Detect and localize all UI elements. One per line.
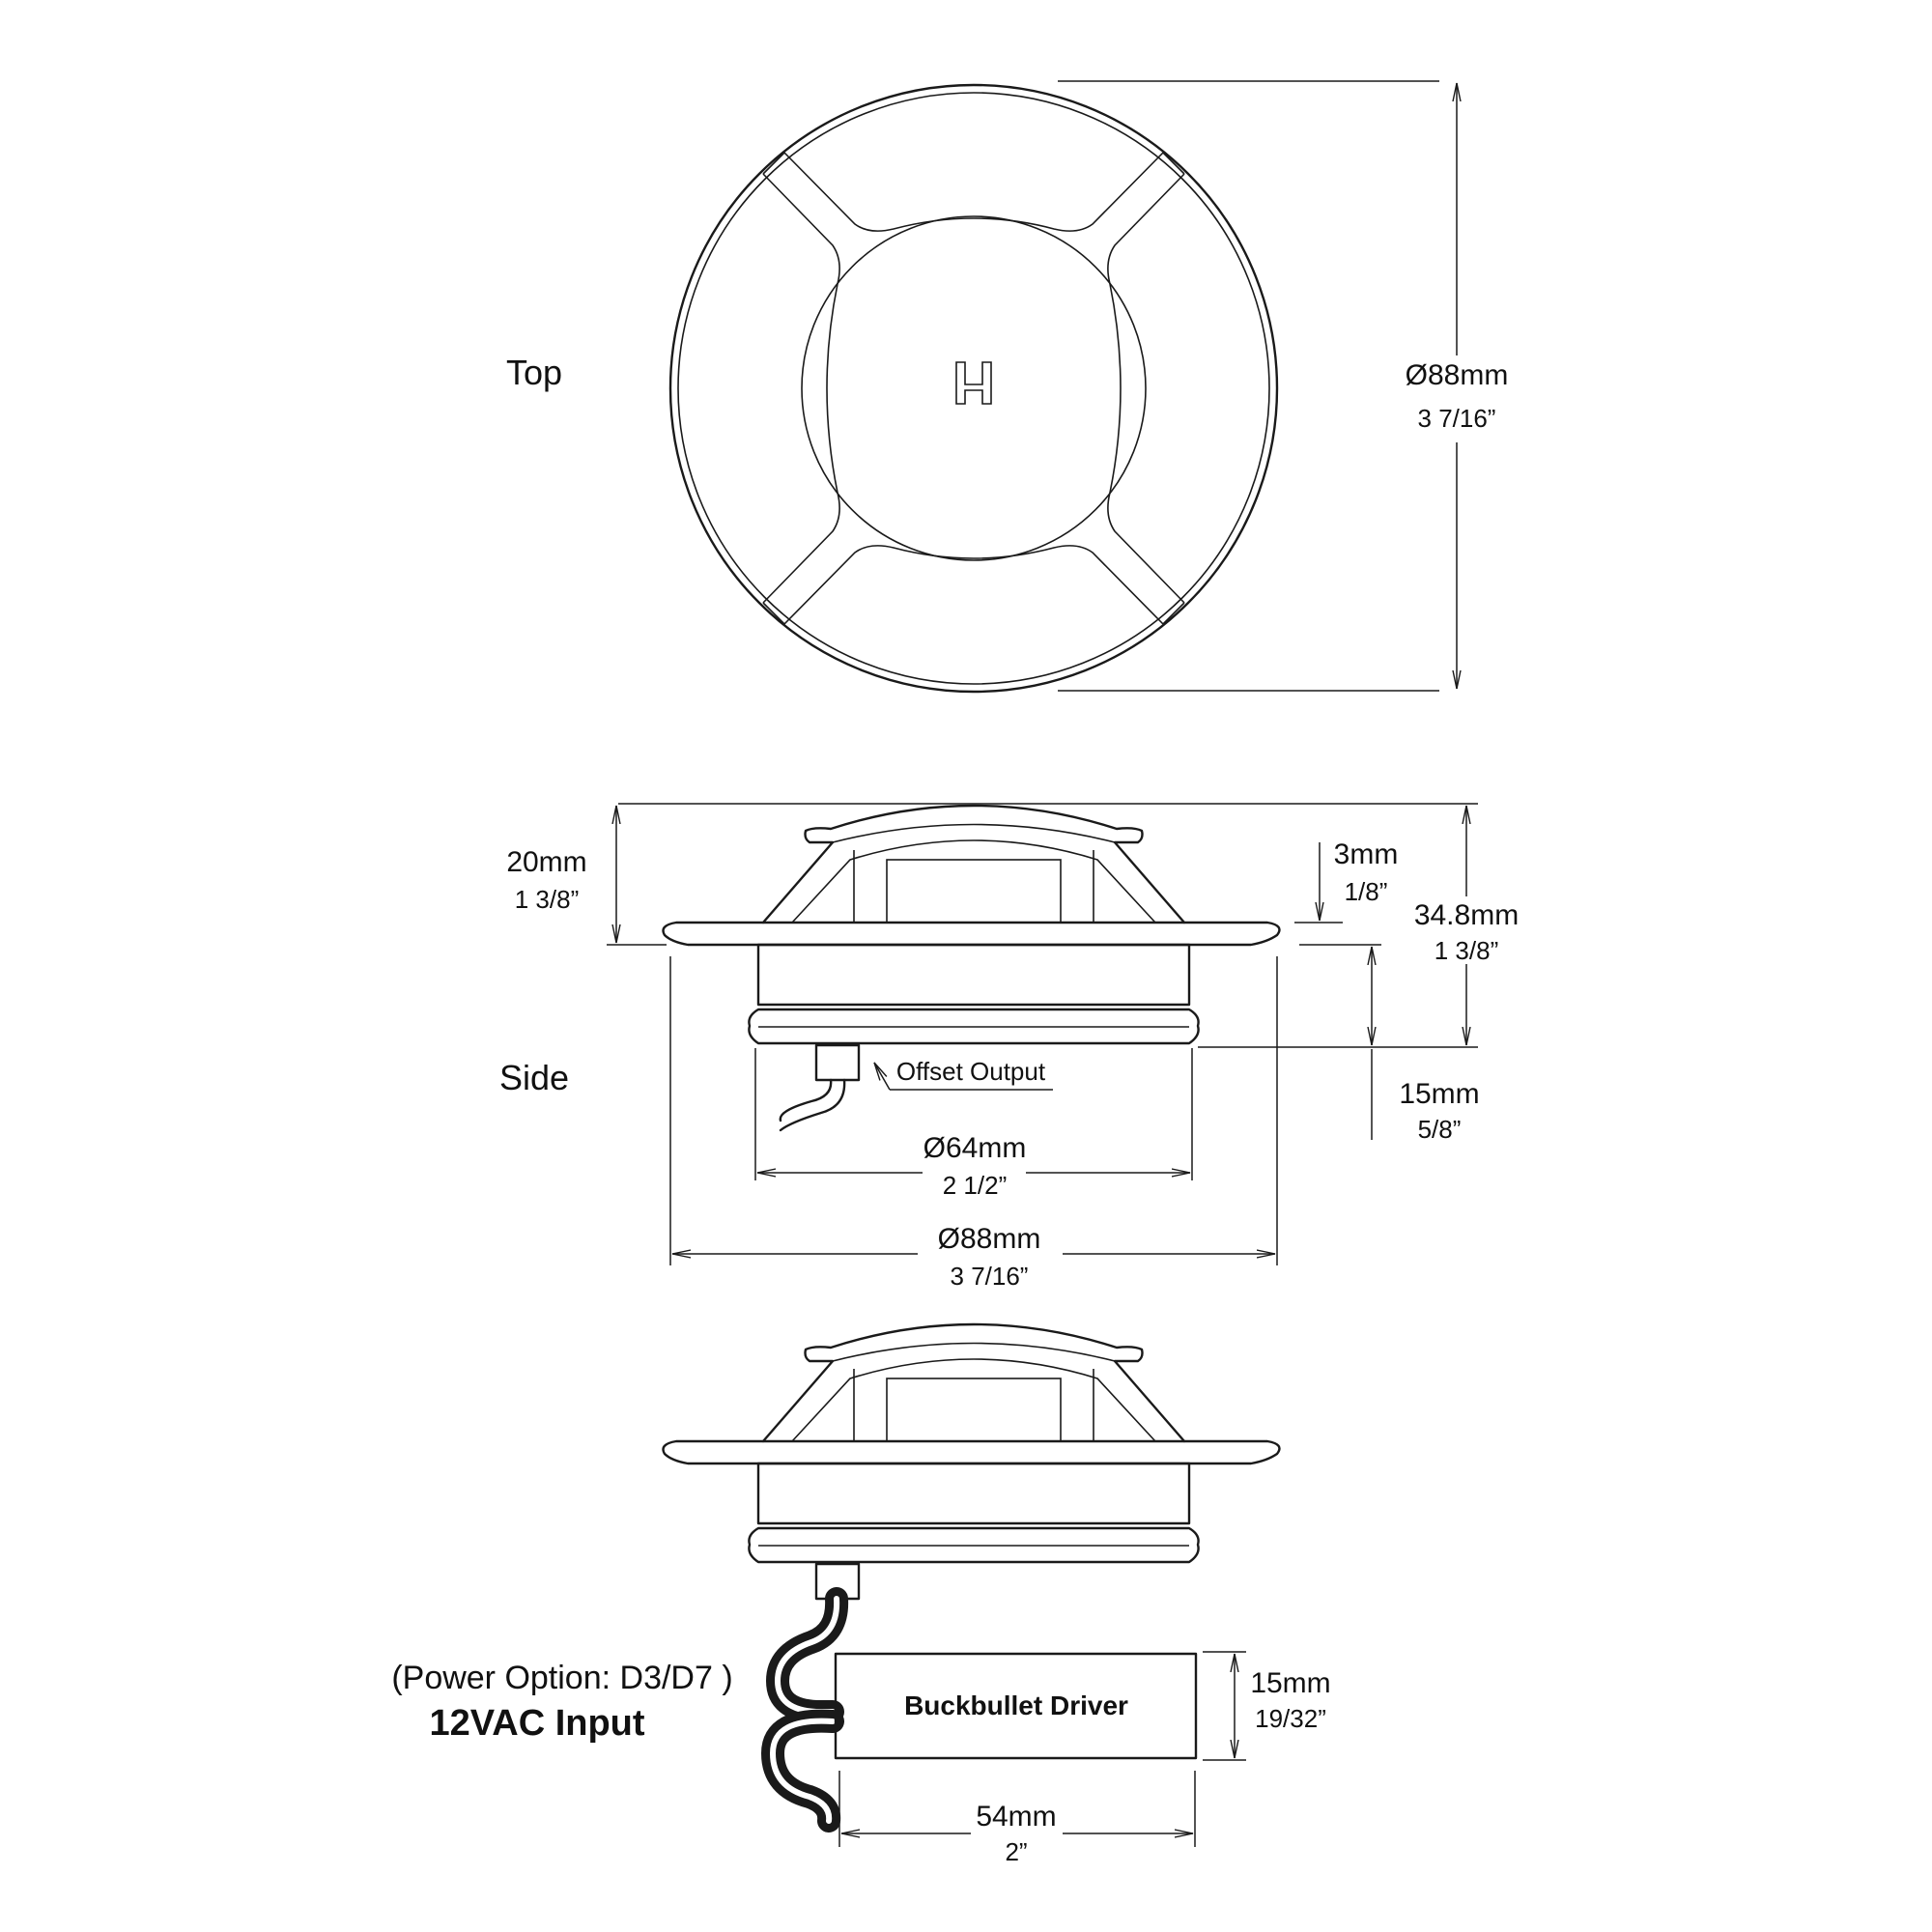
lip-3-in: 1/8” xyxy=(1345,877,1388,906)
body-diameter-in: 2 1/2” xyxy=(943,1171,1008,1200)
top-view-label: Top xyxy=(506,353,562,392)
height-20-in: 1 3/8” xyxy=(515,885,580,914)
side-dimensions xyxy=(607,803,1478,1265)
buckbullet-driver-box xyxy=(834,1652,1198,1760)
driver-dimensions xyxy=(838,1651,1246,1847)
power-option-label: (Power Option: D3/D7 ) xyxy=(391,1660,732,1696)
offset-output-leader xyxy=(874,1063,1053,1091)
top-diameter-in: 3 7/16” xyxy=(1418,404,1496,433)
flange-diameter-mm: Ø88mm xyxy=(938,1223,1041,1255)
height-20-mm: 20mm xyxy=(506,846,586,878)
top-diameter-mm: Ø88mm xyxy=(1406,359,1509,391)
outer-rim-inner xyxy=(677,92,1270,685)
body-housing xyxy=(756,943,1191,1007)
cross-ribs xyxy=(762,152,1185,625)
gasket xyxy=(748,1008,1200,1045)
driver-label: Buckbullet Driver xyxy=(904,1690,1128,1720)
lip-3-mm: 3mm xyxy=(1334,838,1399,870)
outer-rim xyxy=(668,83,1279,694)
driver-height-mm: 15mm xyxy=(1250,1667,1330,1699)
h-logo-icon xyxy=(955,361,992,405)
driver-cables xyxy=(760,1587,849,1833)
side-view-label: Side xyxy=(499,1058,569,1097)
body-15-mm: 15mm xyxy=(1399,1078,1479,1110)
inner-face xyxy=(801,215,1147,561)
top-view xyxy=(668,83,1279,694)
flange xyxy=(662,921,1281,947)
total-height-mm: 34.8mm xyxy=(1414,899,1519,931)
body-diameter-mm: Ø64mm xyxy=(923,1132,1027,1164)
dome-cap xyxy=(761,804,1186,924)
body-15-in: 5/8” xyxy=(1418,1115,1462,1144)
top-diameter-dimension xyxy=(1058,80,1457,692)
assembly-view xyxy=(662,1322,1281,1833)
driver-height-in: 19/32” xyxy=(1255,1704,1326,1733)
side-view xyxy=(662,804,1281,1132)
driver-length-in: 2” xyxy=(1005,1837,1027,1866)
offset-output-label: Offset Output xyxy=(896,1057,1046,1086)
total-height-in: 1 3/8” xyxy=(1435,936,1499,965)
power-input-label: 12VAC Input xyxy=(429,1703,644,1744)
dome-window xyxy=(886,859,1062,923)
offset-output xyxy=(814,1043,861,1082)
cable xyxy=(779,1078,833,1122)
flange-diameter-in: 3 7/16” xyxy=(951,1262,1029,1291)
driver-length-mm: 54mm xyxy=(976,1801,1056,1833)
